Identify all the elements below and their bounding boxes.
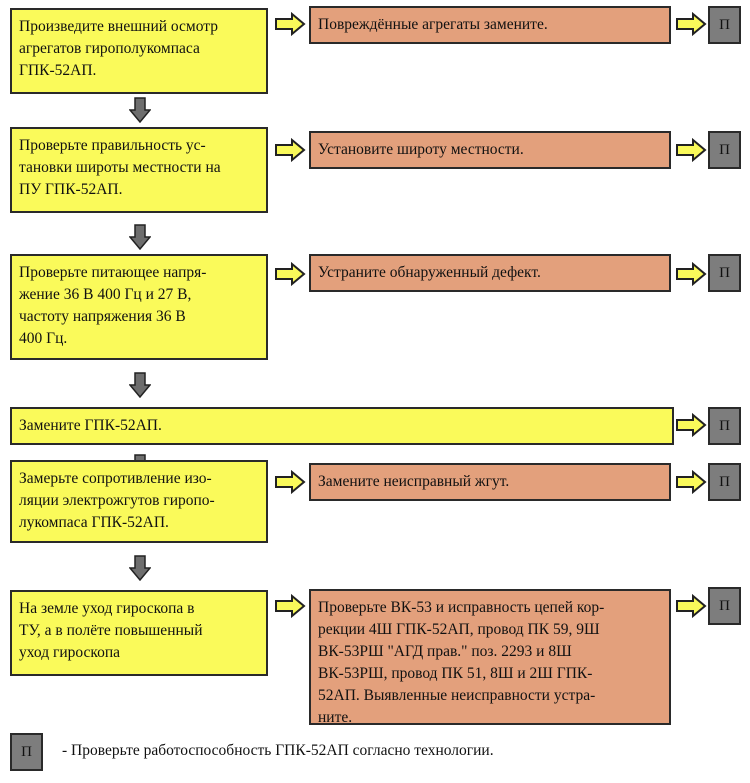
action-box-1: Повреждённые агрегаты замените.: [309, 6, 671, 44]
legend-p-box: П: [10, 733, 43, 771]
right-arrow-icon: [676, 594, 707, 618]
check-box-3: Проверьте питающее напря- жение 36 В 400…: [10, 254, 268, 360]
right-arrow-icon: [275, 138, 306, 162]
check-box-4: Замените ГПК-52АП.: [10, 407, 674, 445]
down-arrow-icon: [129, 97, 151, 123]
p-box-5: П: [708, 463, 741, 501]
down-arrow-icon: [129, 372, 151, 398]
down-arrow-icon: [129, 555, 151, 581]
check-box-6: На земле уход гироскопа в ТУ, а в полёте…: [10, 590, 268, 676]
legend-text: - Проверьте работоспособность ГПК-52АП с…: [62, 742, 494, 759]
right-arrow-icon: [275, 470, 306, 494]
action-box-2: Установите широту местности.: [309, 131, 671, 169]
right-arrow-icon: [275, 594, 306, 618]
action-box-5: Замените неисправный жгут.: [309, 463, 671, 501]
right-arrow-icon: [275, 12, 306, 36]
right-arrow-icon: [275, 262, 306, 286]
right-arrow-icon: [676, 262, 707, 286]
right-arrow-icon: [676, 12, 707, 36]
p-box-4: П: [708, 407, 741, 445]
p-box-1: П: [708, 6, 741, 44]
check-box-2: Проверьте правильность ус- тановки широт…: [10, 127, 268, 213]
down-arrow-icon: [129, 224, 151, 250]
action-box-3: Устраните обнаруженный дефект.: [309, 254, 671, 292]
right-arrow-icon: [676, 138, 707, 162]
p-box-6: П: [708, 587, 741, 625]
p-box-3: П: [708, 254, 741, 292]
right-arrow-icon: [676, 413, 707, 437]
check-box-1: Произведите внешний осмотр агрегатов гир…: [10, 8, 268, 94]
check-box-5: Замерьте сопротивление изо- ляции электр…: [10, 460, 268, 543]
action-box-6: Проверьте ВК-53 и исправность цепей кор-…: [309, 589, 671, 726]
p-box-2: П: [708, 131, 741, 169]
right-arrow-icon: [676, 470, 707, 494]
